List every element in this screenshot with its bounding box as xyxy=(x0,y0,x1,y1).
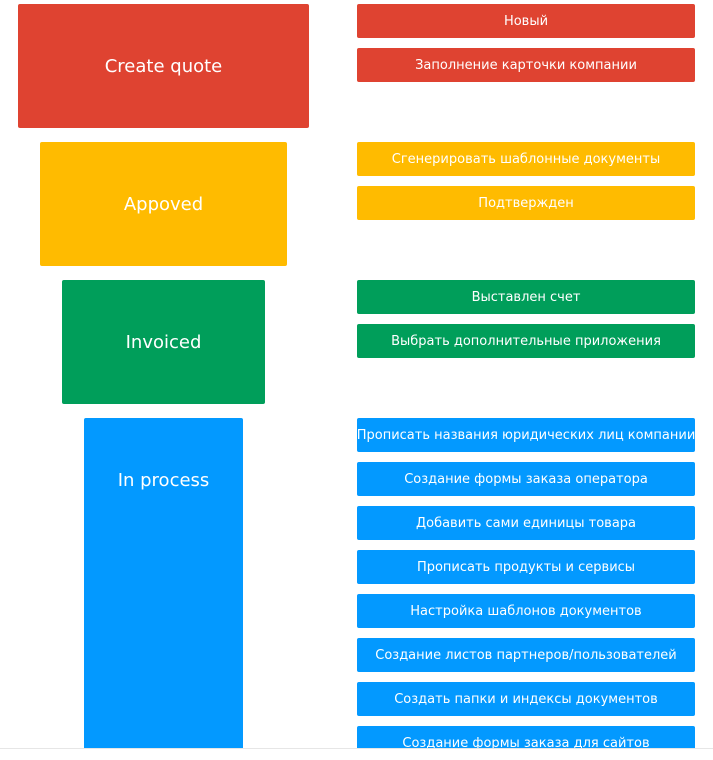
stage-create-quote: Create quote xyxy=(18,4,309,128)
task-item: Создание формы заказа оператора xyxy=(357,462,695,496)
stage-in-process: In process xyxy=(84,418,243,748)
stage-label: In process xyxy=(117,470,210,491)
task-item: Создание формы заказа для сайтов xyxy=(357,726,695,748)
task-item: Заполнение карточки компании xyxy=(357,48,695,82)
task-item: Добавить сами единицы товара xyxy=(357,506,695,540)
task-item: Сгенерировать шаблонные документы xyxy=(357,142,695,176)
bottom-divider xyxy=(0,748,713,749)
task-item: Новый xyxy=(357,4,695,38)
task-item: Выставлен счет xyxy=(357,280,695,314)
task-item: Подтвержден xyxy=(357,186,695,220)
task-item: Выбрать дополнительные приложения xyxy=(357,324,695,358)
stage-label: Create quote xyxy=(104,55,223,77)
stage-label: Invoiced xyxy=(125,331,202,353)
stage-invoiced: Invoiced xyxy=(62,280,265,404)
stage-appoved: Appoved xyxy=(40,142,287,266)
task-item: Прописать названия юридических лиц компа… xyxy=(357,418,695,452)
task-item: Создание листов партнеров/пользователей xyxy=(357,638,695,672)
task-item: Создать папки и индексы документов xyxy=(357,682,695,716)
task-item: Настройка шаблонов документов xyxy=(357,594,695,628)
task-item: Прописать продукты и сервисы xyxy=(357,550,695,584)
stage-label: Appoved xyxy=(123,193,204,215)
